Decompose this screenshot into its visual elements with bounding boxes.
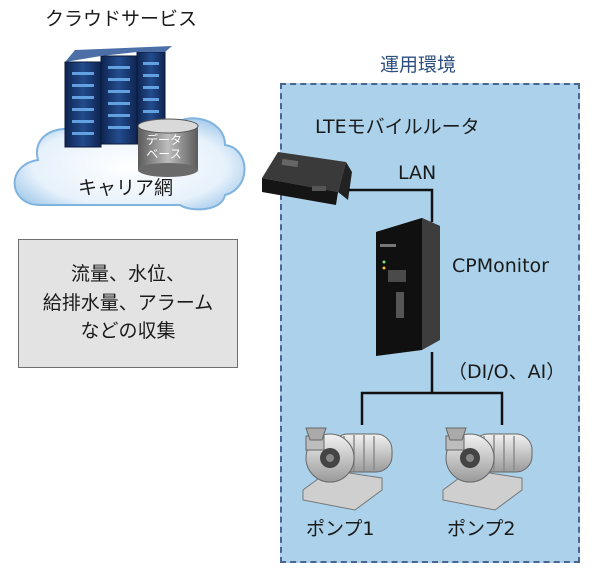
pump-2-label: ポンプ2 bbox=[447, 518, 516, 540]
lte-router-label: LTEモバイルルータ bbox=[315, 116, 480, 138]
lte-router-icon bbox=[262, 152, 352, 205]
database-icon bbox=[137, 118, 199, 177]
cpmonitor-label: CPMonitor bbox=[452, 255, 549, 277]
database-label: データ ベース bbox=[146, 133, 183, 162]
cpmonitor-controller-icon bbox=[376, 218, 440, 356]
pump-1-label: ポンプ1 bbox=[306, 518, 375, 540]
info-line-2: 給排水量、アラーム bbox=[42, 291, 214, 314]
environment-title: 運用環境 bbox=[380, 54, 457, 76]
lan-label: LAN bbox=[398, 162, 437, 184]
info-line-1: 流量、水位、 bbox=[70, 262, 185, 285]
carrier-network-label: キャリア網 bbox=[78, 177, 174, 199]
pump-1-icon bbox=[302, 427, 393, 511]
pump-2-icon bbox=[442, 427, 533, 511]
io-label: （DI/O、AI） bbox=[448, 361, 566, 383]
cloud-service-title: クラウドサービス bbox=[45, 8, 198, 30]
connection-lines bbox=[348, 188, 504, 425]
collected-data-box: 流量、水位、 給排水量、アラーム などの収集 bbox=[18, 239, 238, 368]
info-line-3: などの収集 bbox=[80, 320, 176, 343]
